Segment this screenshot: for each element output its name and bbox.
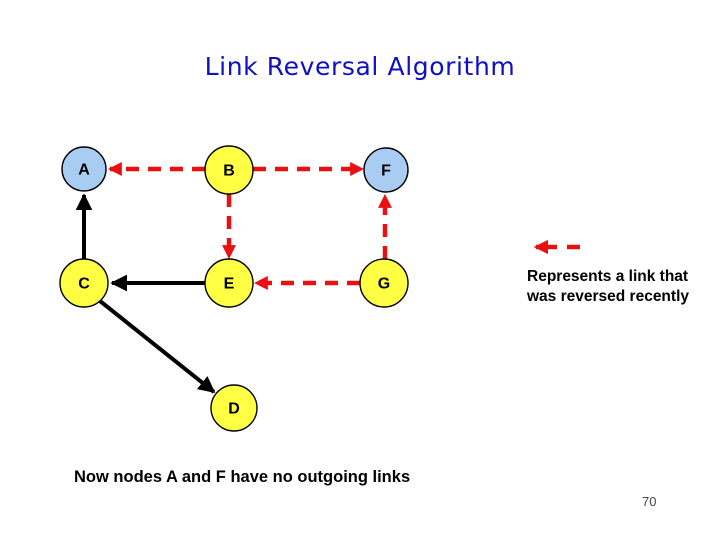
node-layer: A B F C E G <box>59 145 409 432</box>
page-title: Link Reversal Algorithm <box>204 52 516 81</box>
node-G-circle[interactable] <box>359 258 409 308</box>
graph-node-F[interactable]: F <box>363 147 409 193</box>
graph-node-G[interactable]: G <box>359 258 409 308</box>
edge-C-to-D <box>98 299 216 394</box>
edge-layer <box>75 162 392 394</box>
node-C-circle[interactable] <box>59 258 109 308</box>
node-A-circle[interactable] <box>61 146 107 192</box>
node-D-label: D <box>228 401 240 418</box>
node-B-label: B <box>223 163 235 180</box>
node-G-label: G <box>378 276 390 293</box>
page-number: 70 <box>642 494 657 509</box>
node-C-label: C <box>78 276 90 293</box>
legend-label: Represents a link that was reversed rece… <box>527 268 689 305</box>
node-E-circle[interactable] <box>204 258 254 308</box>
graph-node-A[interactable]: A <box>61 146 107 192</box>
node-F-label: F <box>381 163 391 180</box>
legend: Represents a link that was reversed rece… <box>527 238 707 307</box>
graph-node-B[interactable]: B <box>204 145 254 195</box>
node-A-label: A <box>78 162 90 179</box>
slide-caption: Now nodes A and F have no outgoing links <box>74 468 411 486</box>
node-B-circle[interactable] <box>204 145 254 195</box>
node-D-circle[interactable] <box>210 384 258 432</box>
graph-node-E[interactable]: E <box>204 258 254 308</box>
node-E-label: E <box>224 276 235 293</box>
red-dashed-arrow-icon <box>533 239 580 255</box>
graph-node-C[interactable]: C <box>59 258 109 308</box>
graph-node-D[interactable]: D <box>210 384 258 432</box>
node-F-circle[interactable] <box>363 147 409 193</box>
